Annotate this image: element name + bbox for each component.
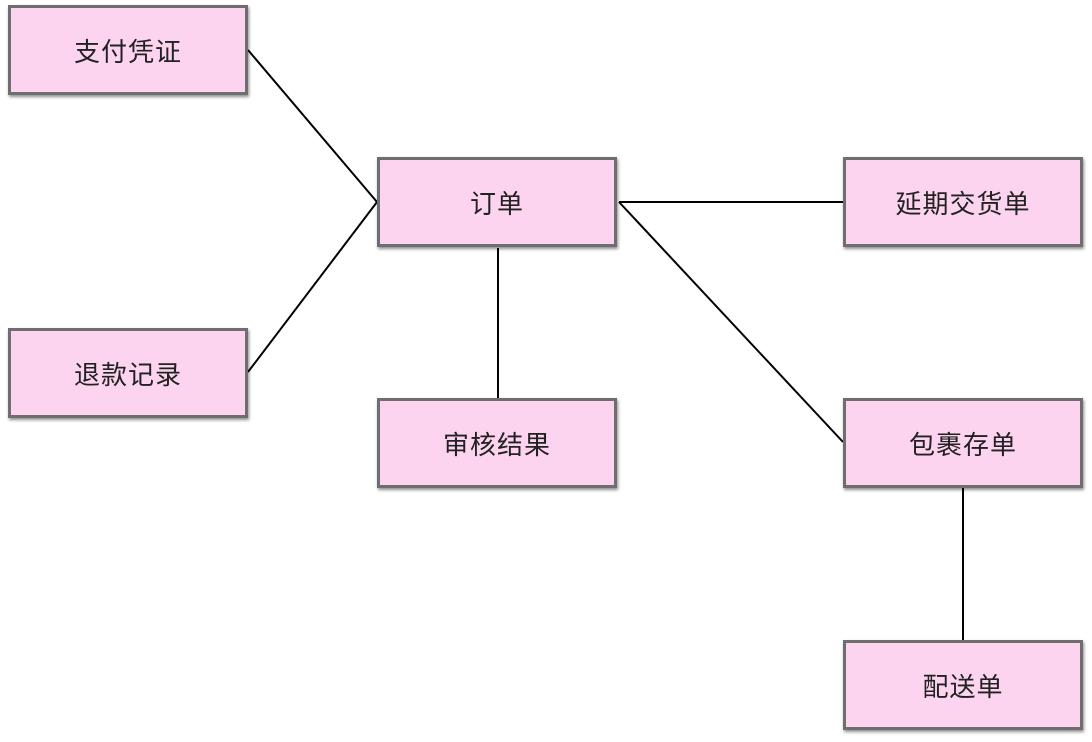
edge-refund-order	[247, 201, 378, 373]
node-delivery-note[interactable]: 配送单	[843, 640, 1083, 730]
node-label: 审核结果	[442, 430, 551, 461]
node-delayed-delivery[interactable]: 延期交货单	[843, 157, 1083, 247]
edge-order-package	[618, 201, 844, 443]
node-package-deposit[interactable]: 包裹存单	[843, 398, 1083, 488]
node-payment-voucher[interactable]: 支付凭证	[8, 5, 248, 95]
node-order[interactable]: 订单	[377, 157, 617, 247]
node-label: 包裹存单	[908, 430, 1017, 461]
node-audit-result[interactable]: 审核结果	[377, 398, 617, 488]
node-label: 延期交货单	[895, 189, 1031, 220]
node-label: 配送单	[922, 672, 1004, 703]
node-label: 退款记录	[73, 360, 182, 391]
node-label: 支付凭证	[73, 37, 182, 68]
edge-payment-order	[247, 49, 378, 203]
node-label: 订单	[469, 189, 524, 220]
node-refund-record[interactable]: 退款记录	[8, 328, 248, 418]
